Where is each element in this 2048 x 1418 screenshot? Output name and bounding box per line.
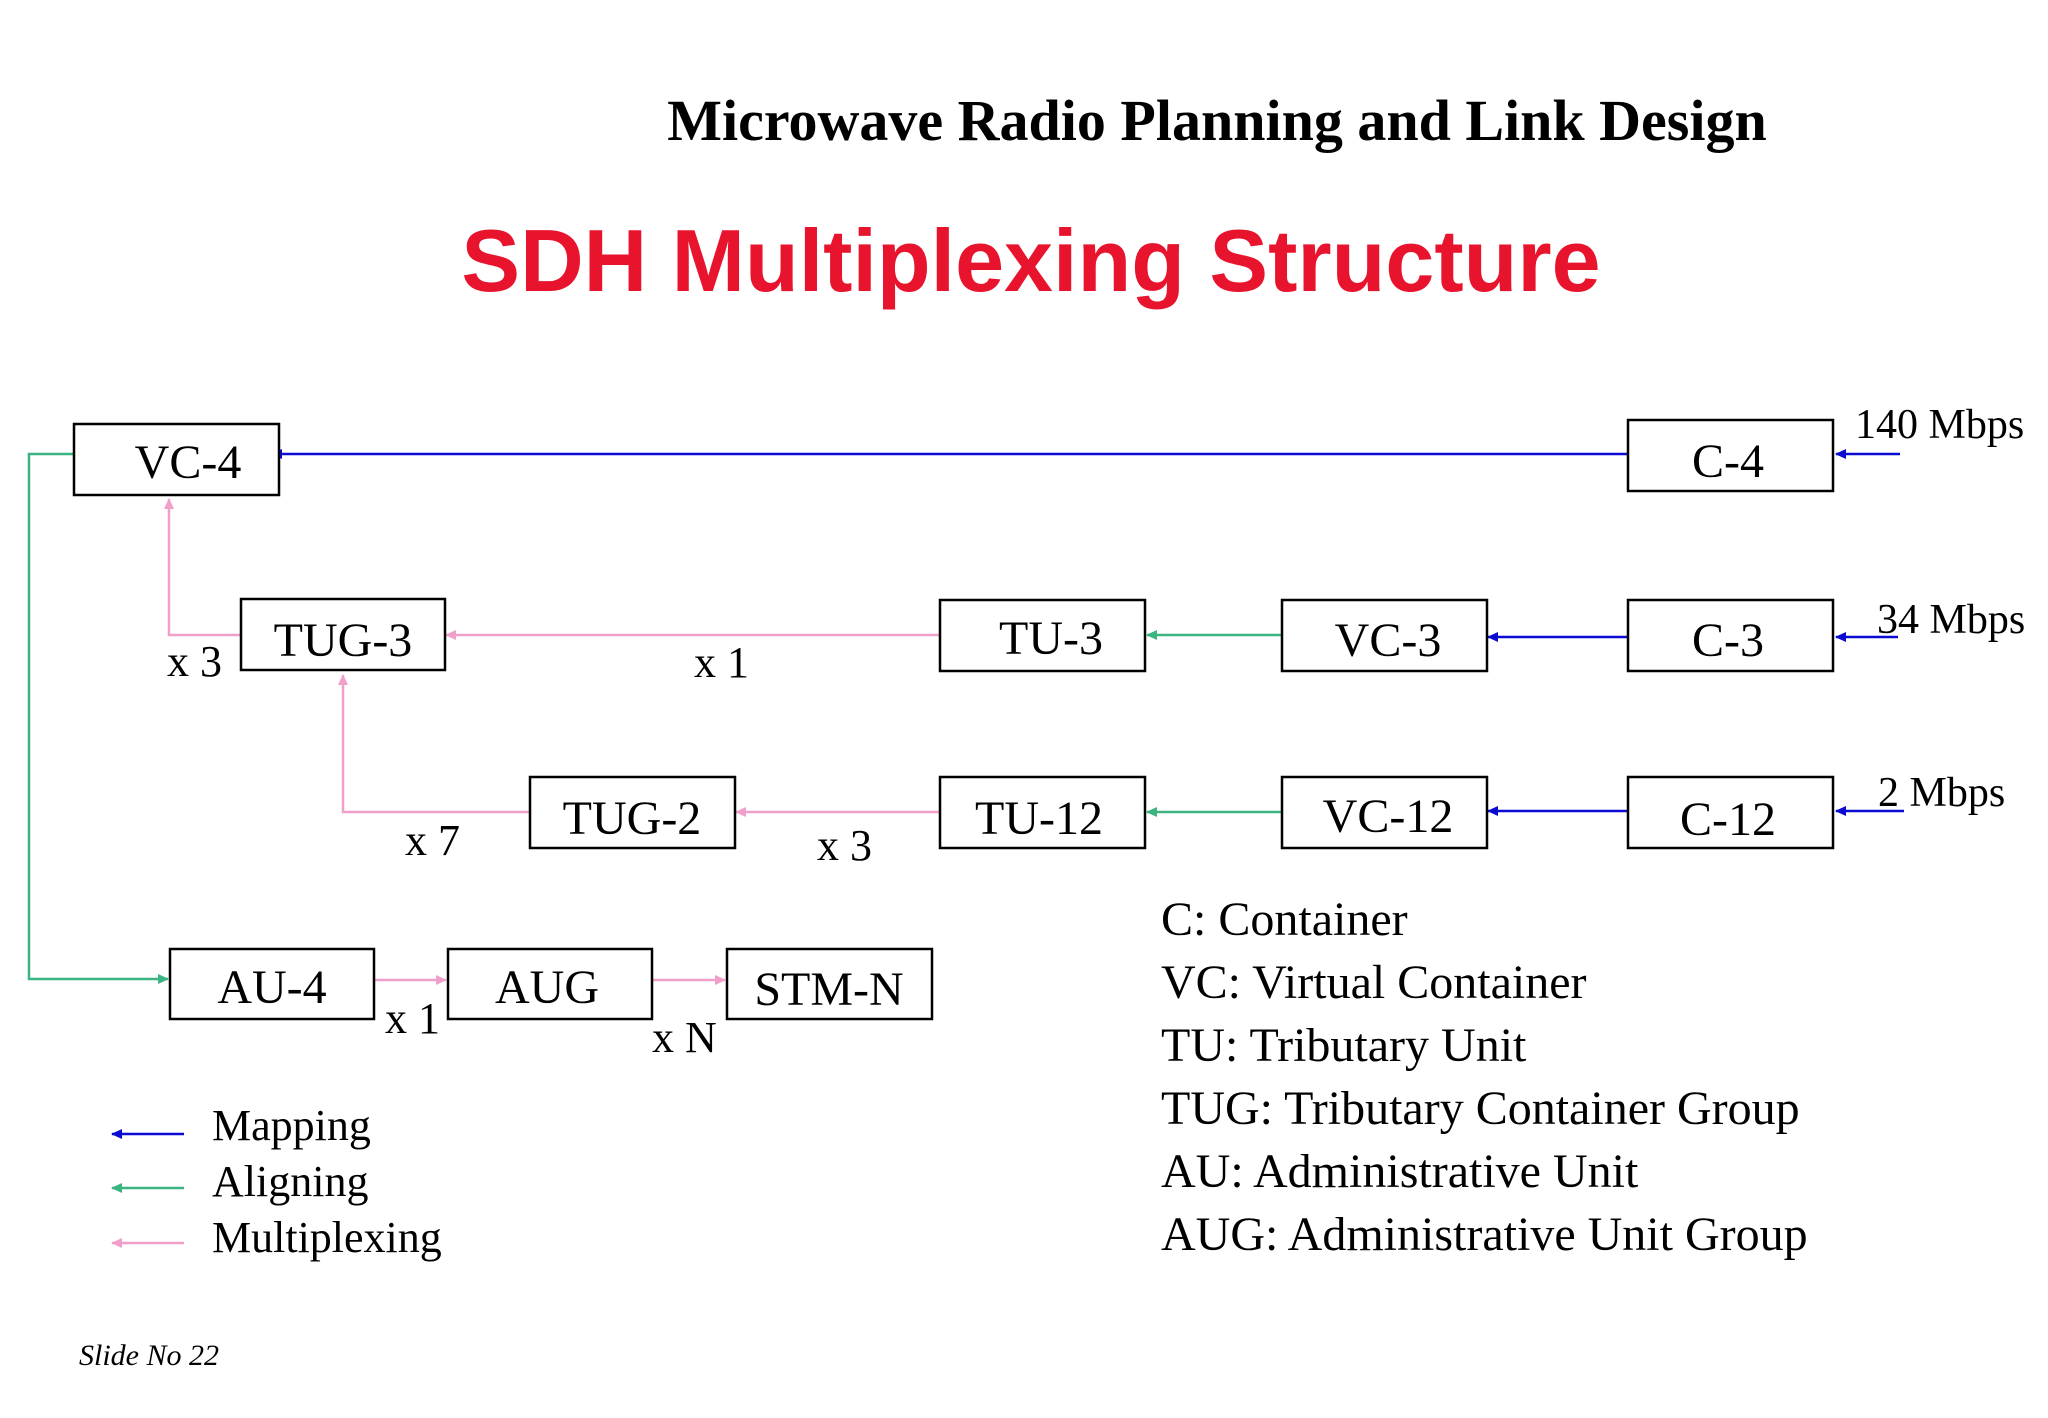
box-aug: AUG [446,947,654,1021]
box-tug2: TUG-2 [528,775,737,850]
definition-item: AU: Administrative Unit [1161,1145,1639,1198]
header-title: Microwave Radio Planning and Link Design [667,88,1767,153]
mult-tug2-tug3: x 7 [405,816,460,865]
box-vc3: VC-3 [1280,598,1489,673]
box-au4-label: AU-4 [217,961,326,1014]
box-tug3-label: TUG-3 [274,614,413,667]
mult-au4-aug: x 1 [385,994,440,1043]
rate-140: 140 Mbps [1855,402,2024,448]
rate-34: 34 Mbps [1877,597,2025,643]
definitions-list: C: Container VC: Virtual Container TU: T… [1161,893,1808,1261]
legend-multiplexing-label: Multiplexing [212,1213,442,1262]
multiplexing-arrows [164,498,940,985]
legend-aligning-label: Aligning [212,1157,368,1206]
box-tug3: TUG-3 [239,597,447,672]
mult-tu3-tug3: x 1 [694,638,749,687]
box-vc4-label: VC-4 [135,436,242,489]
rate-2: 2 Mbps [1878,770,2005,816]
box-tu12-label: TU-12 [975,792,1103,845]
box-c12-label: C-12 [1680,793,1776,846]
aligning-arrows [27,452,1282,984]
definition-item: TUG: Tributary Container Group [1161,1082,1800,1135]
arrow-vc4-to-au4 [27,452,169,984]
box-vc12: VC-12 [1280,775,1489,850]
definition-item: TU: Tributary Unit [1161,1019,1527,1072]
slide-number: Slide No 22 [79,1339,219,1372]
box-vc3-label: VC-3 [1335,614,1442,667]
mapping-arrows [271,449,1904,816]
definition-item: VC: Virtual Container [1161,956,1587,1009]
arrow-tug2-to-tug3 [338,674,530,814]
box-au4: AU-4 [168,947,376,1021]
definition-item: C: Container [1161,893,1408,946]
box-c12: C-12 [1626,775,1835,850]
box-stmn: STM-N [725,947,934,1021]
legend-mapping-label: Mapping [212,1101,371,1150]
box-stmn-label: STM-N [754,963,903,1016]
box-aug-label: AUG [495,961,599,1014]
legend: Mapping Aligning Multiplexing [111,1101,442,1262]
mult-tug3-vc4: x 3 [167,637,222,686]
box-c4: C-4 [1626,418,1835,493]
box-tu12: TU-12 [938,775,1147,850]
mult-aug-stmn: x N [652,1013,717,1062]
box-c3: C-3 [1626,598,1835,673]
box-vc4: VC-4 [72,422,281,497]
box-tu3-label: TU-3 [999,612,1103,665]
definition-item: AUG: Administrative Unit Group [1161,1208,1808,1261]
box-c4-label: C-4 [1692,435,1764,488]
mult-tu12-tug2: x 3 [817,821,872,870]
box-tug2-label: TUG-2 [563,792,702,845]
box-vc12-label: VC-12 [1323,790,1454,843]
box-tu3: TU-3 [938,598,1147,673]
slide-subtitle: SDH Multiplexing Structure [461,211,1600,310]
box-c3-label: C-3 [1692,614,1764,667]
arrow-tug3-to-vc4 [164,498,241,637]
